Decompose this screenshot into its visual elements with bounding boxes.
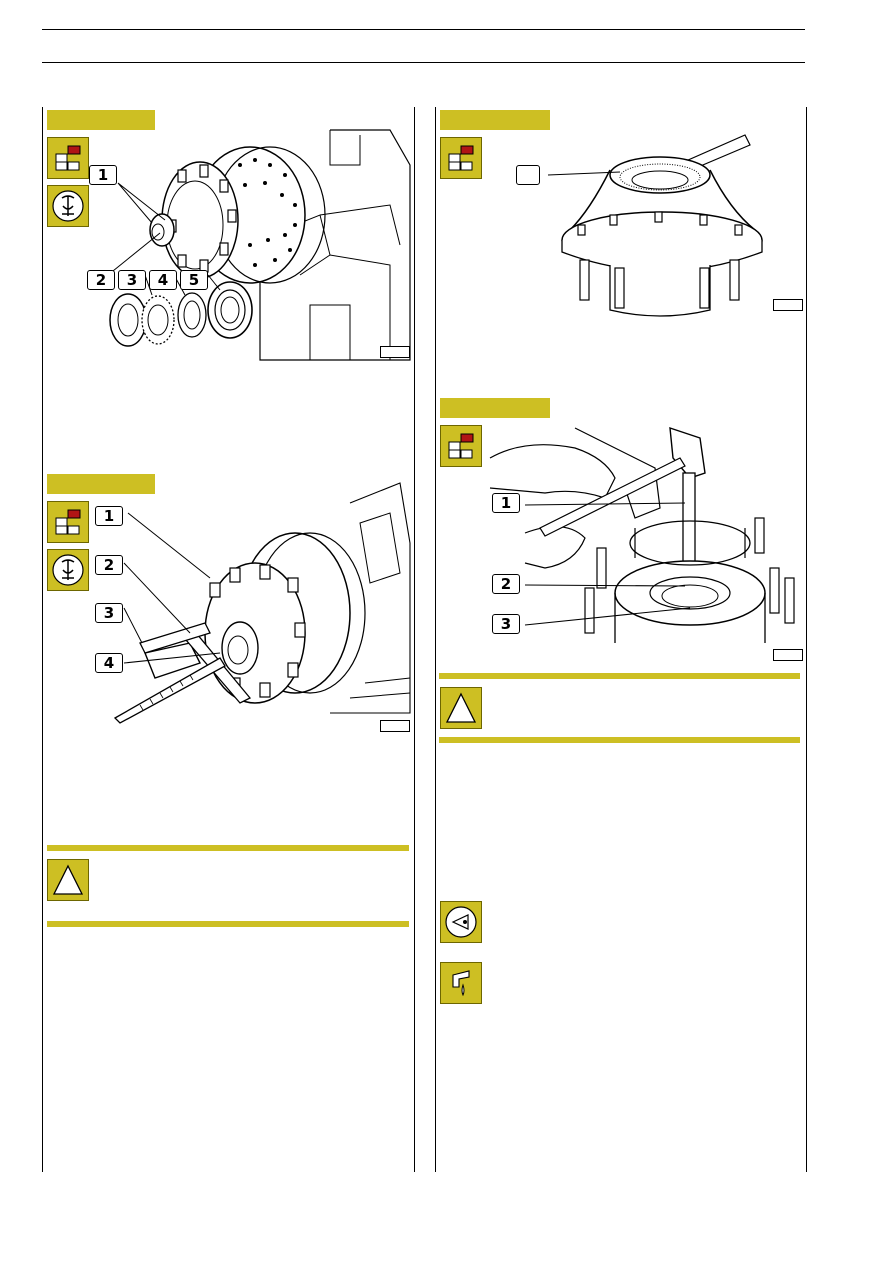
visual-inspection-icon-box — [440, 901, 482, 943]
warning-bar-top — [439, 673, 800, 679]
figure-tab — [440, 110, 550, 130]
puller-tool-icon — [52, 190, 84, 222]
warning-icon-box — [47, 859, 89, 901]
figure-reference-box — [773, 649, 803, 661]
figure-tab — [47, 474, 155, 494]
figure-tab — [47, 110, 155, 130]
disassembly-icon-box — [47, 137, 89, 179]
header-rule-bottom — [42, 62, 805, 63]
disassembly-icon — [448, 145, 474, 171]
callout-label: 3 — [95, 603, 123, 623]
center-column-divider-right — [435, 107, 436, 1172]
figure-reference-box — [773, 299, 803, 311]
callout-label: 4 — [95, 653, 123, 673]
hub-ring-removal-drawing — [547, 134, 763, 317]
lubricate-icon-box — [440, 962, 482, 1004]
warning-bar-top — [47, 845, 409, 851]
callout-label: 5 — [180, 270, 208, 290]
callout-label: 1 — [492, 493, 520, 513]
center-column-divider-left — [414, 107, 415, 1172]
left-column-border — [42, 107, 43, 1172]
callout-label — [516, 165, 540, 185]
callout-label: 2 — [87, 270, 115, 290]
disassembly-icon — [55, 509, 81, 535]
disassembly-icon — [55, 145, 81, 171]
callout-label: 2 — [492, 574, 520, 594]
callout-label: 3 — [118, 270, 146, 290]
warning-bar-bottom — [439, 737, 800, 743]
warning-bar-bottom — [47, 921, 409, 927]
figure-reference-box — [380, 346, 410, 358]
callout-label: 1 — [89, 165, 117, 185]
bearing-race-removal-drawing — [489, 426, 795, 643]
warning-triangle-icon — [52, 864, 84, 895]
callout-label: 2 — [95, 555, 123, 575]
puller-tool-icon-box — [47, 549, 89, 591]
disassembly-icon-box — [47, 501, 89, 543]
header-rule-top — [42, 29, 805, 30]
disassembly-icon — [448, 433, 474, 459]
visual-inspection-icon — [445, 906, 477, 938]
callout-label: 3 — [492, 614, 520, 634]
callout-label: 4 — [149, 270, 177, 290]
callout-label: 1 — [95, 506, 123, 526]
hub-puller-drawing — [113, 482, 411, 724]
warning-triangle-icon — [445, 692, 477, 723]
warning-icon-box — [440, 687, 482, 729]
figure-reference-box — [380, 720, 410, 732]
hub-disassembly-drawing — [107, 129, 411, 361]
puller-tool-icon-box — [47, 185, 89, 227]
right-column-border — [806, 107, 807, 1172]
lubricate-icon — [452, 970, 470, 997]
figure-tab — [440, 398, 550, 418]
disassembly-icon-box — [440, 137, 482, 179]
puller-tool-icon — [52, 554, 84, 586]
disassembly-icon-box — [440, 425, 482, 467]
